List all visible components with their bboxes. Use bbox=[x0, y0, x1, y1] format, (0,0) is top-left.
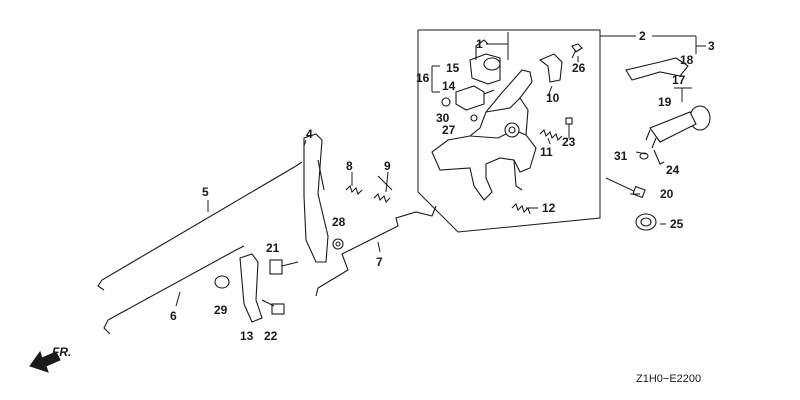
callout-18: 18 bbox=[680, 53, 694, 67]
callout-24: 24 bbox=[666, 163, 680, 177]
callout-1: 1 bbox=[476, 37, 483, 51]
spring-part-9 bbox=[373, 175, 393, 204]
callout-8: 8 bbox=[346, 159, 353, 173]
bolt-part-23 bbox=[565, 117, 573, 138]
spring-part-12 bbox=[511, 202, 531, 215]
nut-part-28 bbox=[332, 238, 344, 250]
knob-part-19 bbox=[645, 105, 711, 149]
callout-28: 28 bbox=[332, 215, 346, 229]
callout-16: 16 bbox=[416, 71, 430, 85]
callout-5: 5 bbox=[202, 185, 209, 199]
callout-12: 12 bbox=[542, 201, 556, 215]
callout-10: 10 bbox=[546, 91, 560, 105]
front-indicator-label: FR. bbox=[52, 345, 71, 359]
callout-11: 11 bbox=[540, 145, 553, 159]
control-assembly-frame bbox=[417, 29, 601, 233]
spring-part-11 bbox=[539, 128, 563, 142]
callout-21: 21 bbox=[266, 241, 280, 255]
washer-part-31 bbox=[639, 152, 649, 160]
switch-part bbox=[455, 85, 495, 111]
callout-labels: 1 2 3 4 5 6 7 8 9 10 11 12 13 14 15 16 1… bbox=[170, 29, 715, 343]
control-bracket-part bbox=[431, 69, 537, 201]
diagram-code: Z1H0−E2200 bbox=[636, 373, 701, 385]
grommet-part-25 bbox=[635, 213, 657, 231]
cable-part-24 bbox=[653, 149, 665, 165]
small-bolt-27 bbox=[470, 114, 478, 122]
callout-30: 30 bbox=[436, 111, 450, 125]
lever-part-13 bbox=[239, 253, 263, 323]
callout-26: 26 bbox=[572, 61, 586, 75]
callout-15: 15 bbox=[446, 61, 460, 75]
callout-7: 7 bbox=[376, 255, 383, 269]
rod-part-6 bbox=[103, 245, 245, 335]
callout-13: 13 bbox=[240, 329, 254, 343]
callout-25: 25 bbox=[670, 217, 684, 231]
callout-14: 14 bbox=[442, 79, 456, 93]
callout-23: 23 bbox=[562, 135, 576, 149]
callout-29: 29 bbox=[214, 303, 228, 317]
clip-part-10 bbox=[538, 53, 563, 83]
washer-part-29 bbox=[214, 275, 230, 289]
callout-6: 6 bbox=[170, 309, 177, 323]
callout-19: 19 bbox=[658, 95, 672, 109]
bolt-part-22 bbox=[261, 299, 285, 315]
callout-3: 3 bbox=[708, 39, 715, 53]
screw-part-26 bbox=[571, 43, 583, 59]
callout-2: 2 bbox=[639, 29, 646, 43]
lever-part bbox=[469, 39, 501, 85]
bolt-part-20 bbox=[605, 177, 646, 199]
small-washer-30 bbox=[441, 97, 451, 107]
block-part-21 bbox=[269, 259, 299, 275]
callout-20: 20 bbox=[660, 187, 674, 201]
rod-part-5 bbox=[97, 161, 303, 291]
lever-part-4 bbox=[303, 133, 329, 263]
front-direction-arrow: FR. bbox=[29, 345, 71, 373]
callout-22: 22 bbox=[264, 329, 278, 343]
spring-part-8 bbox=[345, 184, 363, 196]
rod-part-7 bbox=[315, 205, 437, 297]
plate-part-18 bbox=[625, 57, 689, 81]
leader-lines bbox=[175, 32, 706, 307]
callout-27: 27 bbox=[442, 123, 456, 137]
callout-31: 31 bbox=[614, 149, 628, 163]
callout-17: 17 bbox=[672, 73, 686, 87]
callout-4: 4 bbox=[306, 127, 313, 141]
callout-9: 9 bbox=[384, 159, 391, 173]
